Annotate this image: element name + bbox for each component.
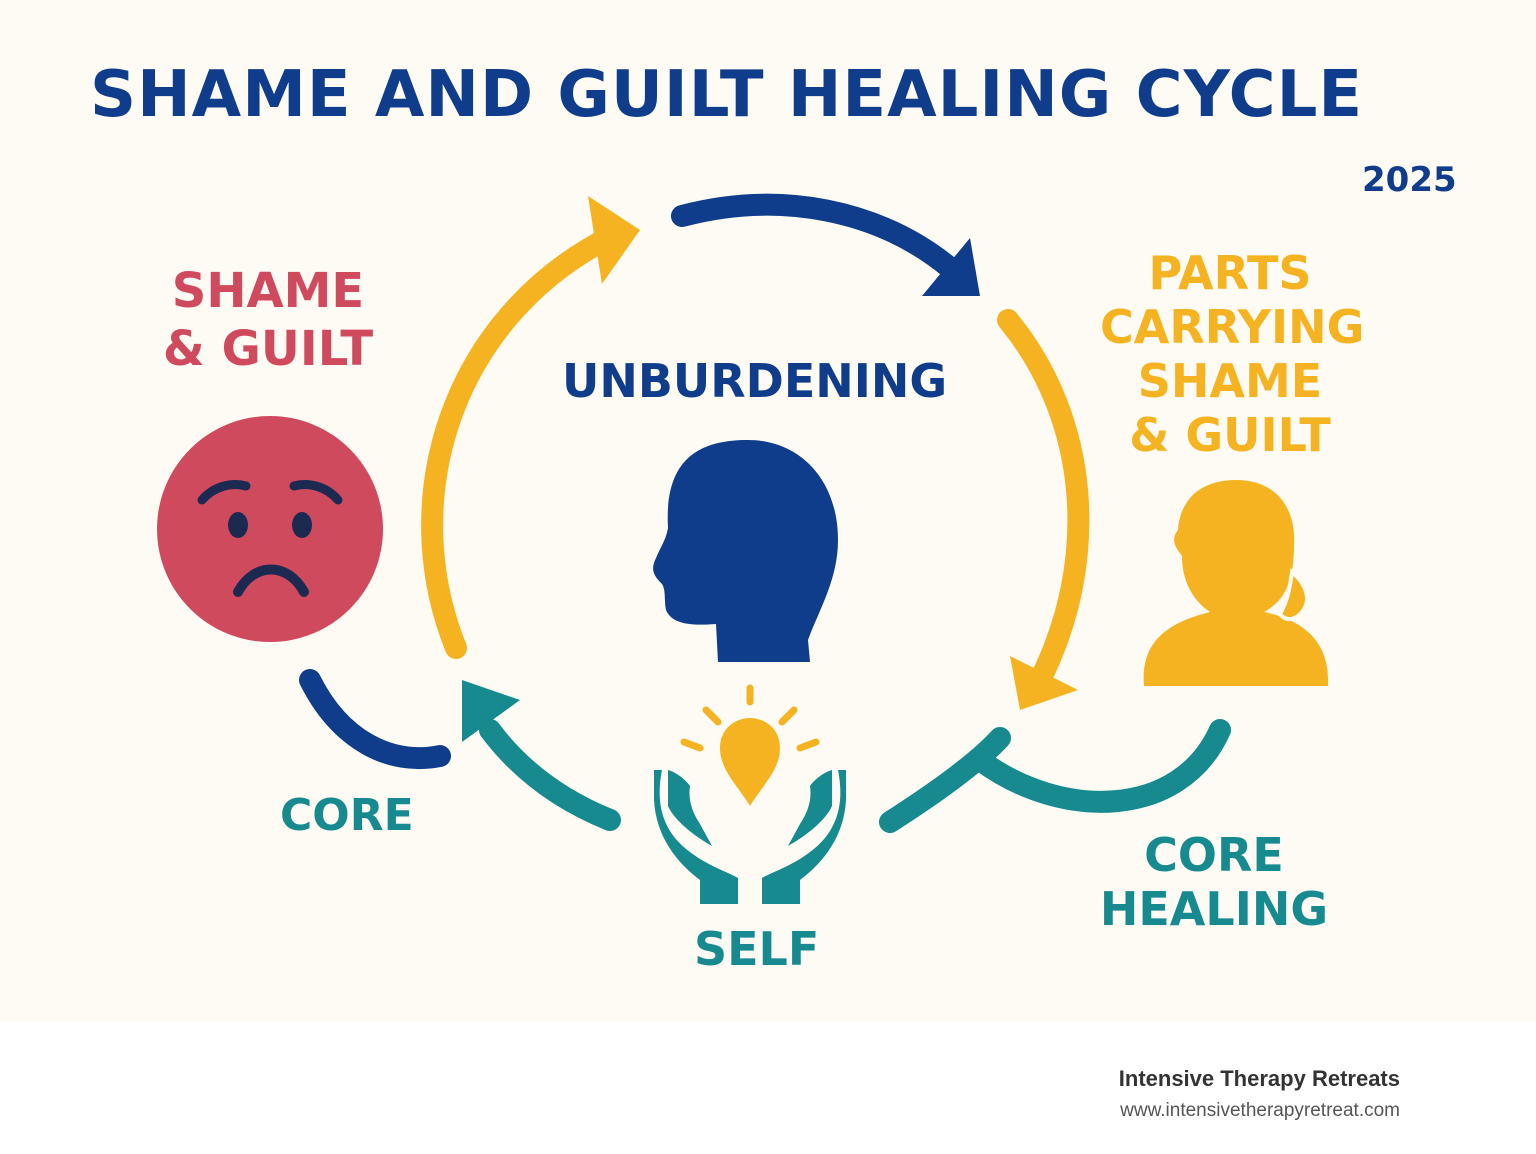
node-unburdening-label: UNBURDENING — [562, 354, 948, 408]
label-line-1: SHAME — [171, 263, 365, 319]
footer — [0, 1022, 1536, 1154]
node-shame-guilt-label: SHAME& GUILT — [150, 262, 386, 378]
arrow-right-down — [997, 309, 1090, 710]
arrow-bottom-left — [462, 680, 621, 831]
label-line-2: & GUILT — [162, 321, 374, 377]
label-line-4: & GUILT — [1129, 408, 1331, 462]
node-self-label: SELF — [694, 922, 820, 976]
hands-lightbulb-icon — [654, 684, 846, 904]
footer-brand-name: Intensive Therapy Retreats — [1118, 1066, 1400, 1091]
label-line-1: CORE — [1144, 828, 1284, 882]
label-line-2: CARRYING — [1100, 300, 1365, 354]
node-core-label: CORE — [280, 790, 414, 841]
arrow-core — [299, 669, 451, 770]
label-line-1: PARTS — [1148, 246, 1312, 300]
arrow-bottom-right — [879, 719, 1231, 833]
label-line-2: HEALING — [1099, 882, 1329, 936]
head-profile-icon — [653, 440, 838, 662]
arrow-top-right — [671, 193, 980, 296]
person-bust-icon — [1143, 480, 1329, 686]
page-title: SHAME AND GUILT HEALING CYCLE — [90, 58, 1364, 132]
arrow-unburdening-up — [421, 196, 640, 659]
sad-face-icon — [157, 416, 383, 642]
cycle-diagram — [157, 193, 1329, 904]
year-label: 2025 — [1362, 160, 1457, 200]
label-line-3: SHAME — [1137, 354, 1323, 408]
footer-website-link[interactable]: www.intensivetherapyretreat.com — [1120, 1100, 1400, 1121]
